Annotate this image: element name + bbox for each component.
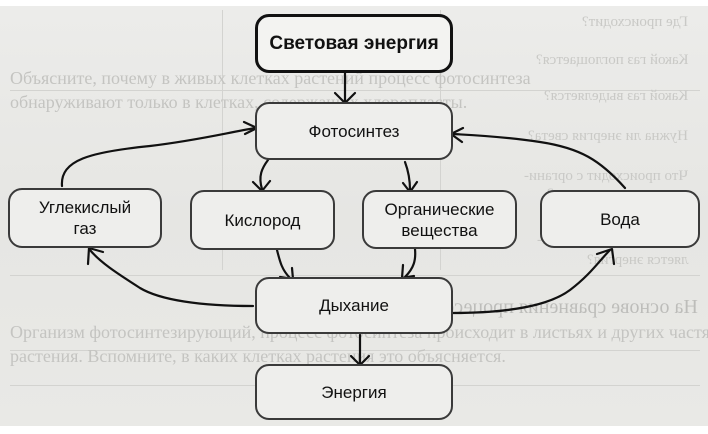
node-label: Дыхание xyxy=(319,296,389,315)
node-label-line: Органические xyxy=(384,199,495,219)
node-label-line: Углекислый xyxy=(38,198,132,217)
node-oxygen: Кислород xyxy=(190,190,335,250)
table-divider xyxy=(222,10,223,270)
node-label: Органические вещества xyxy=(384,199,494,241)
arrow-light-to-photosynthesis xyxy=(333,71,357,105)
arrow-photosynthesis-to-organic xyxy=(401,160,419,194)
node-label: Углекислый газ xyxy=(39,197,131,239)
arrow-organic-to-respiration xyxy=(400,247,417,280)
node-label-line: вещества xyxy=(401,220,478,240)
rule-line xyxy=(10,275,700,276)
node-organic-substances: Органические вещества xyxy=(362,190,517,249)
arrow-oxygen-to-respiration xyxy=(275,248,295,281)
rule-line xyxy=(10,90,700,91)
arrow-water-to-photosynthesis xyxy=(449,126,627,190)
node-photosynthesis: Фотосинтез xyxy=(255,102,453,160)
node-water: Вода xyxy=(540,190,700,248)
node-label: Кислород xyxy=(224,210,301,230)
arrow-respiration-to-water xyxy=(451,247,616,315)
node-light-energy: Световая энергия xyxy=(255,14,453,73)
node-energy: Энергия xyxy=(255,364,453,420)
arrow-co2-to-photosynthesis xyxy=(60,120,259,188)
rule-line xyxy=(10,350,700,351)
node-label: Световая энергия xyxy=(269,33,439,54)
node-carbon-dioxide: Углекислый газ xyxy=(8,188,162,248)
node-label: Энергия xyxy=(321,382,387,402)
node-respiration: Дыхание xyxy=(255,277,453,334)
node-label-line: газ xyxy=(73,219,97,238)
node-label: Вода xyxy=(600,209,640,229)
node-label: Фотосинтез xyxy=(308,121,400,141)
arrow-respiration-to-co2 xyxy=(86,246,255,308)
arrow-photosynthesis-to-oxygen xyxy=(251,158,272,193)
arrow-respiration-to-energy xyxy=(349,333,371,367)
